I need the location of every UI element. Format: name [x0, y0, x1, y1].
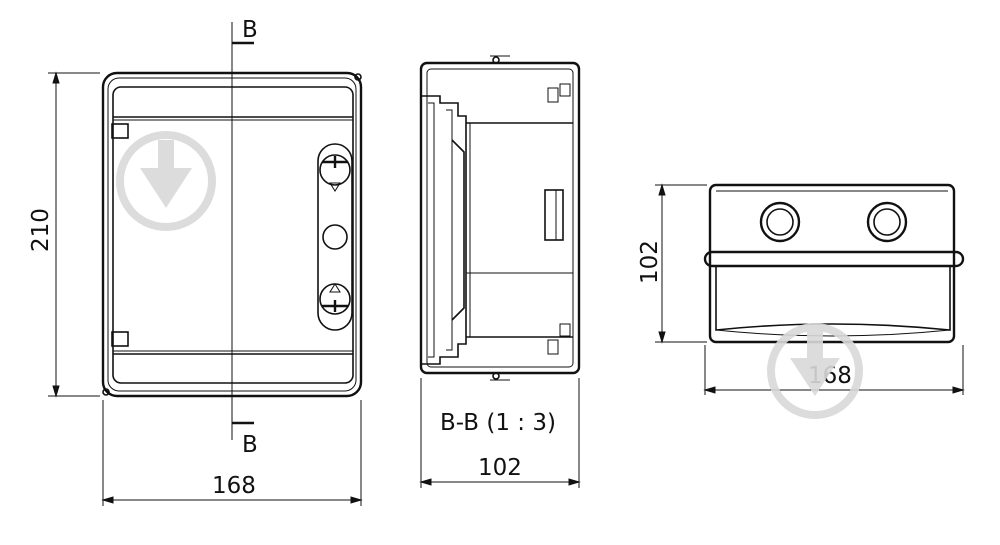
padlock-icon: [322, 224, 348, 250]
cable-entry-right: [866, 201, 908, 243]
cable-entry-left: [759, 201, 801, 243]
lock-panel: [317, 143, 353, 331]
section-view: B-B (1 : 3) 102: [419, 55, 581, 488]
front-width-label: 168: [212, 473, 256, 499]
download-arrow-icon: [767, 323, 863, 419]
section-width-label: 102: [478, 455, 522, 481]
section-title: B-B (1 : 3): [440, 410, 556, 436]
front-view: B B 210 168: [28, 17, 363, 506]
section-body-outline: [419, 61, 581, 375]
section-marker-top: B: [242, 17, 258, 43]
top-body-outline: [708, 183, 956, 344]
upper-hinge: [111, 123, 129, 139]
front-height-label: 210: [28, 208, 54, 252]
lower-hinge: [111, 331, 129, 347]
download-arrow-icon: [116, 131, 216, 231]
top-depth-label: 102: [637, 240, 663, 284]
section-marker-bottom: B: [242, 432, 258, 458]
front-lid: [112, 86, 354, 384]
